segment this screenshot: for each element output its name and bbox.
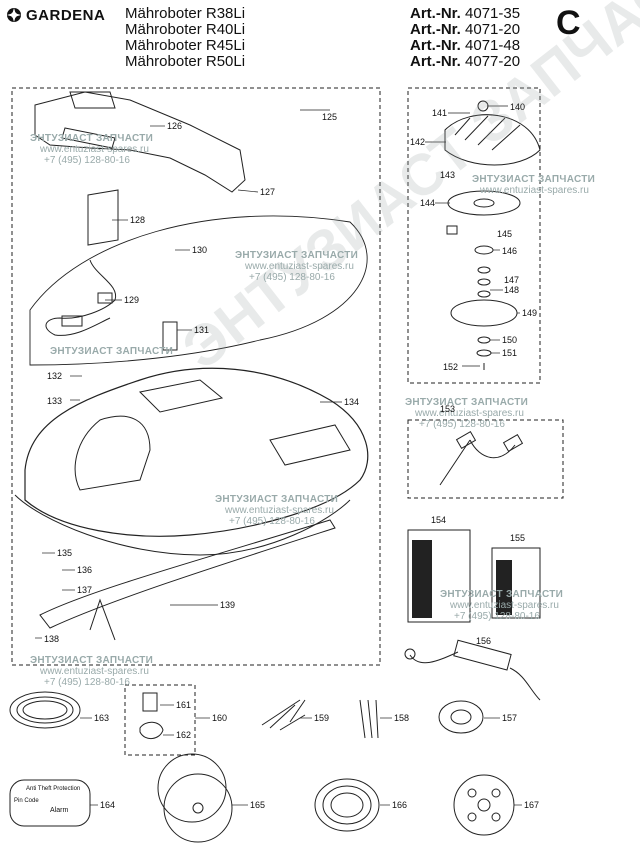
model-list: Mähroboter R38Li Mähroboter R40Li Mährob… xyxy=(125,6,245,70)
part-label: 160 xyxy=(212,713,228,723)
part-label: 127 xyxy=(260,187,276,197)
part-label: 166 xyxy=(392,800,408,810)
manual-154-cover xyxy=(412,540,432,618)
part-label: 149 xyxy=(522,308,538,318)
watermark-block: ЭНТУЗИАСТ ЗАПЧАСТИ www.entuziast-spares.… xyxy=(472,174,596,196)
part-161-shape xyxy=(142,692,158,712)
model-name: Mähroboter R38Li xyxy=(125,5,246,22)
template-disc-shape xyxy=(453,774,515,836)
part-label: 139 xyxy=(220,600,236,610)
part-label: 138 xyxy=(44,634,60,644)
part-label: 137 xyxy=(77,585,93,595)
main-body-shape xyxy=(24,367,369,537)
part-label: 134 xyxy=(344,397,360,407)
part-label: 136 xyxy=(77,565,93,575)
article-list: Art.-Nr. 4071-35 Art.-Nr. 4071-20 Art.-N… xyxy=(410,6,520,70)
translucent-lid-shape xyxy=(29,215,368,366)
part-label: 151 xyxy=(502,348,518,358)
blade-assembly-frame xyxy=(407,87,541,384)
manual-155-shape xyxy=(491,547,541,619)
cd-front-shape xyxy=(163,773,233,843)
part-label: 128 xyxy=(130,215,146,225)
model-name: Mähroboter R45Li xyxy=(125,37,246,54)
sticker-text: Pin Code xyxy=(14,798,39,804)
part-label: 131 xyxy=(194,325,210,335)
part-label: 135 xyxy=(57,548,73,558)
model-name: Mähroboter R50Li xyxy=(125,53,246,70)
article-number: Art.-Nr. 4071-20 xyxy=(410,21,521,38)
part-label: 132 xyxy=(47,371,63,381)
watermark-block: ЭНТУЗИАСТ ЗАПЧАСТИ www.entuziast-spares.… xyxy=(30,133,154,166)
part-label: 150 xyxy=(502,335,518,345)
part-label: 153 xyxy=(440,404,456,414)
watermark-block: ЭНТУЗИАСТ ЗАПЧАСТИ www.entuziast-spares.… xyxy=(235,250,359,283)
part-label: 162 xyxy=(176,730,192,740)
section-letter: C xyxy=(556,4,581,42)
part-label: 147 xyxy=(504,275,520,285)
power-supply-shape xyxy=(453,639,512,671)
bracket-131-shape xyxy=(162,321,178,351)
cable-frame xyxy=(407,419,564,499)
top-cover-shape xyxy=(34,91,246,193)
article-number: Art.-Nr. 4071-48 xyxy=(410,37,521,54)
sticker-164-shape xyxy=(9,779,91,827)
part-label: 130 xyxy=(192,245,208,255)
brand-name: GARDENA xyxy=(26,6,106,24)
cable-coil-163-shape xyxy=(9,691,81,729)
part-label: 133 xyxy=(47,396,63,406)
article-number: Art.-Nr. 4077-20 xyxy=(410,53,521,70)
part-label: 126 xyxy=(167,121,183,131)
manual-155-cover xyxy=(496,560,512,615)
part-label: 156 xyxy=(476,636,492,646)
part-label: 146 xyxy=(502,246,518,256)
watermark-block: ЭНТУЗИАСТ ЗАПЧАСТИ xyxy=(50,346,174,357)
watermark-block: ЭНТУЗИАСТ ЗАПЧАСТИ www.entuziast-spares.… xyxy=(405,397,529,430)
sticker-text: Anti Theft Protection xyxy=(26,786,81,792)
article-number: Art.-Nr. 4071-35 xyxy=(410,5,521,22)
kit-frame xyxy=(124,684,196,756)
main-assembly-frame xyxy=(11,87,381,666)
part-label: 141 xyxy=(432,108,448,118)
protective-plate-shape xyxy=(450,299,518,327)
part-label: 145 xyxy=(497,229,513,239)
part-label: 165 xyxy=(250,800,266,810)
wire-roll-shape xyxy=(438,700,484,734)
part-label: 161 xyxy=(176,700,192,710)
part-label: 155 xyxy=(510,533,526,543)
part-label: 157 xyxy=(502,713,518,723)
gardena-flower-icon xyxy=(7,8,21,22)
part-label: 167 xyxy=(524,800,540,810)
cd-back-shape xyxy=(157,753,227,823)
part-label: 142 xyxy=(410,137,426,147)
chassis-plate-shape xyxy=(39,519,336,629)
part-label: 159 xyxy=(314,713,330,723)
part-label: 164 xyxy=(100,800,116,810)
watermark-block: ЭНТУЗИАСТ ЗАПЧАСТИ www.entuziast-spares.… xyxy=(215,494,339,527)
model-name: Mähroboter R40Li xyxy=(125,21,246,38)
part-162-shape xyxy=(139,721,164,739)
part-label: 148 xyxy=(504,285,520,295)
part-label: 129 xyxy=(124,295,140,305)
part-label: 140 xyxy=(510,102,526,112)
wiring-harness-shape xyxy=(45,259,117,336)
part-label: 154 xyxy=(431,515,447,525)
blade-guard-shape xyxy=(444,114,541,166)
sticker-text: Alarm xyxy=(50,807,69,814)
part-label: 144 xyxy=(420,198,436,208)
gardena-logo: GARDENA xyxy=(6,6,105,24)
watermark-block: ЭНТУЗИАСТ ЗАПЧАСТИ www.entuziast-spares.… xyxy=(30,655,154,688)
manual-154-shape xyxy=(407,529,471,623)
watermark-block: ЭНТУЗИАСТ ЗАПЧАСТИ www.entuziast-spares.… xyxy=(440,589,564,622)
part-label: 163 xyxy=(94,713,110,723)
part-label: 158 xyxy=(394,713,410,723)
part-label: 125 xyxy=(322,112,338,122)
part-label: 152 xyxy=(443,362,459,372)
part-label: 143 xyxy=(440,170,456,180)
label-sheet-shape xyxy=(87,189,119,246)
cable-coil-166-shape xyxy=(314,778,380,832)
